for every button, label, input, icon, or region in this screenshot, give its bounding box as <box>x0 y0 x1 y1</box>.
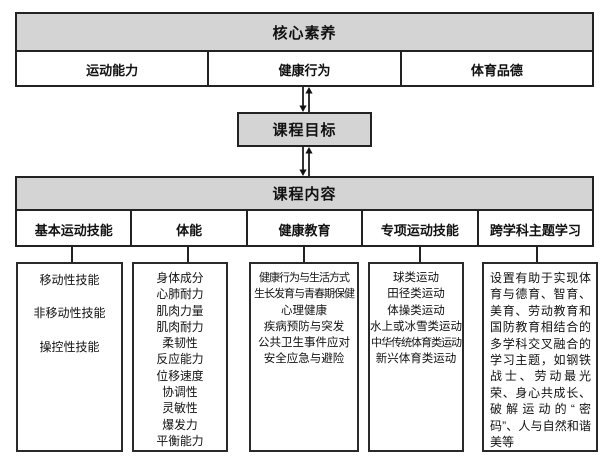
list-item: 生长发育与青春期保健 <box>254 288 355 301</box>
detail-box-physical-fitness: 身体成分心肺耐力肌肉力量肌肉耐力柔韧性反应能力位移速度协调性灵敏性爆发力平衡能力 <box>132 262 228 452</box>
curriculum-content-row: 基本运动技能 体能 健康教育 专项运动技能 跨学科主题学习 <box>17 211 592 247</box>
list-item: 肌肉力量 <box>156 303 204 318</box>
list-item: 水上或冰雪类运动 <box>370 320 462 333</box>
connector-line <box>303 246 305 264</box>
detail-box-interdisciplinary-learning: 设置有助于实现体育与德育、智育、美育、劳动教育和国防教育相结合的多学科交叉融合的… <box>482 262 598 452</box>
list-item: 非移动性技能 <box>33 306 106 321</box>
list-item: 操控性技能 <box>39 339 100 354</box>
connector-line <box>536 246 538 264</box>
list-item: 身体成分 <box>156 271 204 285</box>
detail-box-basic-motor-skills: 移动性技能非移动性技能操控性技能 <box>16 262 123 452</box>
list-item: 柔韧性 <box>162 336 198 351</box>
core-competencies-table: 核心素养 运动能力 健康行为 体育品德 <box>15 12 594 87</box>
connector-line <box>187 246 189 264</box>
cell-sports-morality: 体育品德 <box>470 63 523 78</box>
curriculum-goals-box: 课程目标 <box>237 112 372 147</box>
connector-line <box>71 246 73 264</box>
column-basic-motor-skills: 基本运动技能 <box>17 211 133 247</box>
list-item: 疾病预防与突发 <box>263 320 345 333</box>
list-item: 反应能力 <box>156 352 204 367</box>
list-item: 心肺耐力 <box>156 287 204 302</box>
curriculum-content-table: 课程内容 基本运动技能 体能 健康教育 专项运动技能 跨学科主题学习 <box>15 176 594 247</box>
list-item: 安全应急与避险 <box>263 353 345 366</box>
detail-box-specialized-sports-skills: 球类运动田径类运动体操类运动水上或冰雪类运动中华传统体育类运动新兴体育类运动 <box>368 262 464 452</box>
core-competencies-title: 核心素养 <box>17 14 592 52</box>
cell-motor-ability: 运动能力 <box>17 52 210 87</box>
column-specialized-sports-skills: 专项运动技能 <box>363 211 479 247</box>
cell-healthy-behavior: 健康行为 <box>209 52 402 87</box>
detail-box-health-education: 健康行为与生活方式生长发育与青春期保健心理健康疾病预防与突发公共卫生事件应对安全… <box>249 262 359 452</box>
list-item: 球类运动 <box>393 272 439 284</box>
list-item: 健康行为与生活方式 <box>259 272 350 284</box>
bidirectional-arrow-icon <box>299 87 313 112</box>
list-item: 中华传统体育类运动 <box>371 337 462 350</box>
curriculum-content-title: 课程内容 <box>17 178 592 211</box>
column-health-education: 健康教育 <box>248 211 364 247</box>
list-item: 公共卫生事件应对 <box>258 337 350 350</box>
core-competencies-row: 运动能力 健康行为 体育品德 <box>17 52 592 87</box>
list-item: 移动性技能 <box>39 273 100 287</box>
list-item: 肌肉耐力 <box>156 319 204 334</box>
list-item: 心理健康 <box>281 304 327 317</box>
list-item: 体操类运动 <box>387 304 445 317</box>
list-item: 新兴体育类运动 <box>375 353 457 366</box>
column-physical-fitness: 体能 <box>132 211 248 247</box>
list-item: 灵敏性 <box>162 401 198 416</box>
list-item: 协调性 <box>162 385 198 400</box>
list-item: 平衡能力 <box>156 433 204 448</box>
list-item: 位移速度 <box>156 368 204 383</box>
bidirectional-arrow-icon <box>299 147 313 176</box>
column-interdisciplinary-learning: 跨学科主题学习 <box>489 222 581 238</box>
connector-line <box>419 246 421 264</box>
list-item: 田径类运动 <box>387 288 445 301</box>
list-item: 爆发力 <box>162 417 198 432</box>
